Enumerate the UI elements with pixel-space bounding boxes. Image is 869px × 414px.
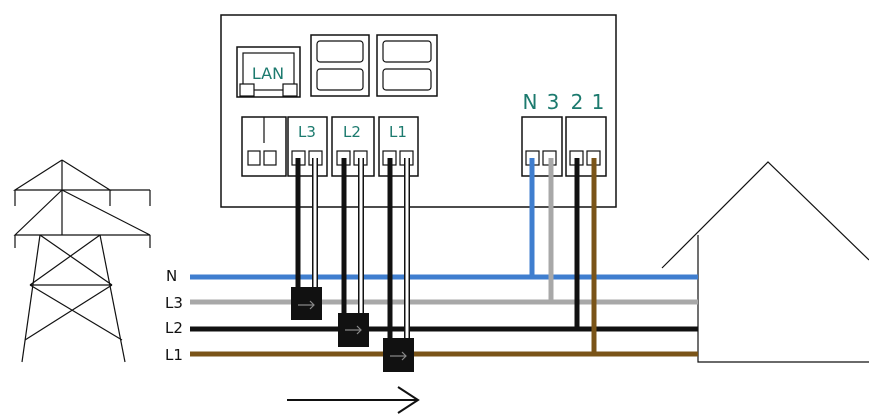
ct-label-l1: L1: [389, 123, 407, 141]
terminal-label-n: N: [523, 90, 538, 114]
energy-meter: LAN L3 L2: [220, 14, 617, 208]
terminal-label-3: 3: [547, 90, 560, 114]
house-icon: [661, 161, 869, 363]
terminal-labels: N 3 2 1: [523, 90, 605, 114]
ct-input-l1: L1: [378, 116, 419, 177]
terminal-label-2: 2: [571, 90, 584, 114]
ct-input-l3: L3: [287, 116, 328, 177]
pylon-icon: [12, 159, 151, 363]
line-labels: N L3 L2 L1: [165, 267, 183, 364]
voltage-tap-wires: [529, 158, 597, 354]
flow-direction-arrow-icon: [287, 386, 420, 414]
voltage-terminal-n3: [521, 116, 563, 177]
lan-label: LAN: [252, 64, 284, 83]
lan-port: LAN: [236, 46, 301, 98]
ct-input-l2: L2: [331, 116, 375, 177]
line-label-n: N: [166, 267, 177, 285]
voltage-terminal-21: [565, 116, 607, 177]
ct-sensor-l1: [383, 338, 414, 372]
conductors: [190, 274, 698, 357]
ct-leads: [295, 158, 410, 343]
terminal-label-1: 1: [592, 90, 605, 114]
line-label-l3: L3: [165, 294, 183, 312]
ct-sensor-l2: [338, 313, 369, 347]
line-label-l1: L1: [165, 346, 183, 364]
ct-sensor-l3: [291, 287, 322, 320]
aux-terminal-module: [241, 116, 287, 177]
line-label-l2: L2: [165, 319, 183, 337]
display-panels: [310, 34, 438, 97]
ct-label-l2: L2: [343, 123, 361, 141]
ct-label-l3: L3: [298, 123, 316, 141]
